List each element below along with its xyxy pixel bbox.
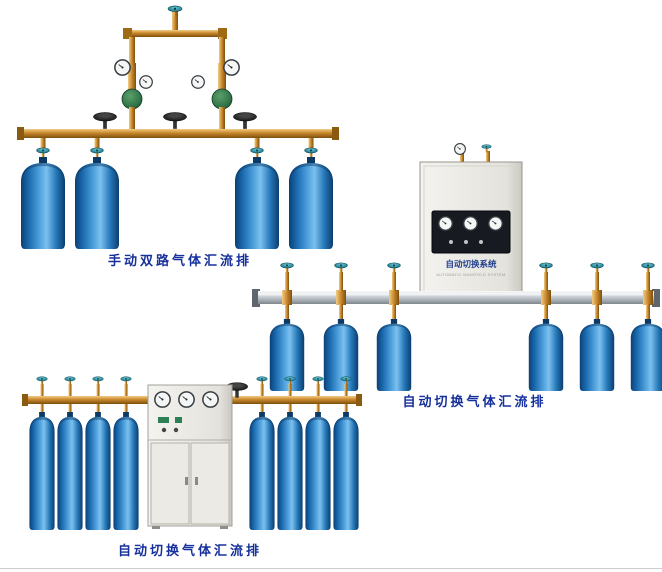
floor-cabinet (147, 384, 233, 529)
cabinet-label-plate (175, 417, 182, 423)
product-caption-auto-switch: 自动切换气体汇流排 (402, 394, 547, 409)
manifold-valve (284, 376, 296, 386)
manifold-valve (334, 262, 348, 274)
product-caption-auto-switch-floor: 自动切换气体汇流排 (117, 543, 262, 558)
manifold-valve (590, 262, 604, 274)
manifold-pipe (252, 289, 660, 307)
gas-cylinder (333, 412, 359, 530)
auto-switch-floor-illustration (22, 376, 362, 530)
gas-cylinder (376, 319, 412, 391)
gas-cylinder (528, 319, 564, 391)
product-auto-switch-manifold-floor (18, 372, 363, 555)
door-handle (185, 477, 188, 485)
cylinder-connection (29, 376, 55, 530)
pipe-shutoff-valve (162, 112, 188, 130)
pressure-gauge (139, 75, 153, 89)
pressure-gauge (223, 59, 240, 76)
pressure-gauge (191, 75, 205, 89)
gas-cylinder (113, 412, 139, 530)
cylinder-connection (323, 262, 359, 391)
cylinder-connection (85, 376, 111, 530)
manifold-valve (120, 376, 132, 386)
manifold-valve (340, 376, 352, 386)
product-caption-manual-dual: 手动双路气体汇流排 (107, 253, 252, 268)
cabinet-subtitle: AUTOMATIC MANIFOLD SYSTEM (436, 273, 505, 277)
cabinet-knob (161, 427, 167, 433)
panel-gauge (488, 216, 503, 231)
panel-indicator (464, 240, 468, 244)
cabinet-knob (173, 427, 179, 433)
cylinder-connection (630, 262, 662, 391)
bottom-divider (0, 568, 662, 569)
pipe-shutoff-valve (232, 112, 258, 130)
gas-cylinder (277, 412, 303, 530)
control-cabinet: 自动切换系统 AUTOMATIC MANIFOLD SYSTEM (419, 143, 523, 301)
cylinder-connection (277, 376, 303, 530)
regulator-right (191, 59, 240, 131)
top-vent-valve (167, 5, 183, 18)
manual-dual-manifold-illustration (17, 5, 339, 249)
manifold-valve (280, 262, 294, 274)
cabinet-gauge (178, 391, 195, 408)
gas-cylinder (249, 412, 275, 530)
cabinet-title: 自动切换系统 (445, 259, 497, 269)
cylinder-connection (579, 262, 615, 391)
manifold-valve (312, 376, 324, 386)
cabinet-label-plate (158, 417, 169, 423)
panel-gauge (438, 216, 453, 231)
cylinder-valve (90, 147, 104, 159)
cabinet-gauge (154, 391, 171, 408)
product-auto-switch-manifold: 自动切换系统 AUTOMATIC MANIFOLD SYSTEM (250, 143, 662, 398)
cylinder-connection (269, 262, 305, 391)
gas-cylinder (630, 319, 662, 391)
cylinder-connection (528, 262, 564, 391)
gas-cylinder (579, 319, 615, 391)
gas-cylinder (85, 412, 111, 530)
cabinet-gauge (202, 391, 219, 408)
manifold-valve (64, 376, 76, 386)
manifold-valve (36, 376, 48, 386)
panel-indicator (479, 240, 483, 244)
auto-switch-manifold-illustration: 自动切换系统 AUTOMATIC MANIFOLD SYSTEM (252, 143, 662, 391)
product-manual-dual-manifold (15, 5, 345, 256)
cylinder-connection (235, 138, 279, 249)
manifold-valve (539, 262, 553, 274)
gas-cylinder (75, 157, 119, 249)
pressure-gauge (114, 59, 131, 76)
gas-cylinder (57, 412, 83, 530)
gas-cylinder (305, 412, 331, 530)
manifold-valve (256, 376, 268, 386)
regulator-left (114, 59, 153, 131)
manifold-valve (92, 376, 104, 386)
cylinder-connection (57, 376, 83, 530)
manifold-valve (641, 262, 655, 274)
cylinder-connection (333, 376, 359, 530)
cylinder-connection (289, 138, 333, 249)
pipe-shutoff-valve (92, 112, 118, 130)
cylinder-valve (36, 147, 50, 159)
pressure-gauge (454, 143, 466, 155)
cabinet-door (150, 442, 190, 525)
cylinder-connection (376, 262, 412, 391)
gas-cylinder (29, 412, 55, 530)
main-manifold-pipe (17, 127, 339, 140)
cylinder-connection (305, 376, 331, 530)
cylinder-connection (249, 376, 275, 530)
manifold-valve (387, 262, 401, 274)
panel-indicator (449, 240, 453, 244)
panel-gauge (463, 216, 478, 231)
cylinder-connection (113, 376, 139, 530)
door-handle (195, 477, 198, 485)
gas-cylinder (21, 157, 65, 249)
top-manifold-assembly (123, 5, 227, 67)
cylinder-connection (21, 138, 65, 249)
cylinder-connection (75, 138, 119, 249)
